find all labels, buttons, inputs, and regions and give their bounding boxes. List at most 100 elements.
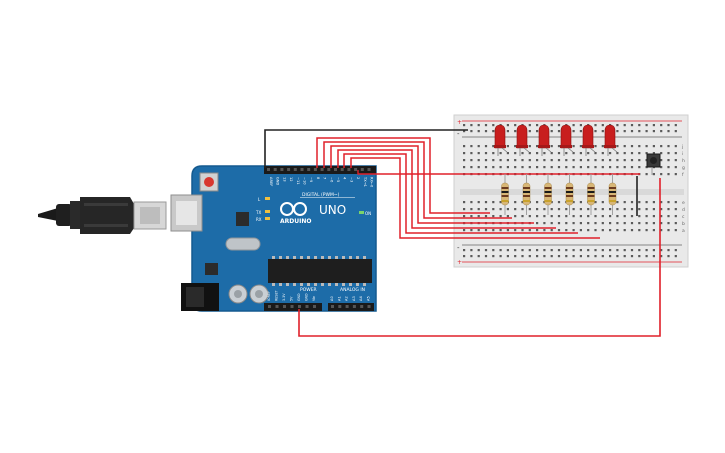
power-pin-label: 3.3V bbox=[282, 293, 286, 301]
analog-header-label: ANALOG IN bbox=[340, 287, 365, 293]
led-group bbox=[494, 124, 618, 156]
bb-row-letter: a bbox=[682, 229, 685, 234]
analog-pin-hole[interactable] bbox=[352, 305, 356, 308]
digital-pin-label: 2 bbox=[356, 177, 360, 179]
wire-button[interactable] bbox=[357, 170, 640, 175]
rail-minus-bottom: - bbox=[457, 244, 460, 252]
digital-pin-label: 4 bbox=[343, 177, 347, 180]
analog-pin-label: A0 bbox=[330, 296, 334, 301]
digital-pin-label: GND bbox=[276, 177, 280, 185]
led[interactable] bbox=[604, 124, 618, 156]
bb-row-letter: j bbox=[681, 144, 683, 150]
led-l-label: L bbox=[258, 197, 261, 202]
rail-plus-bottom: + bbox=[457, 259, 462, 266]
digital-pin-hole[interactable] bbox=[327, 168, 331, 171]
bb-row-letter: c bbox=[682, 215, 685, 220]
resistor[interactable] bbox=[501, 174, 509, 215]
led[interactable] bbox=[538, 124, 552, 156]
bb-row-letter: g bbox=[682, 166, 685, 171]
tx-label: TX bbox=[255, 210, 261, 215]
power-pin-hole[interactable] bbox=[298, 305, 301, 308]
power-pin-label: 5V bbox=[290, 296, 294, 301]
digital-pin-hole[interactable] bbox=[347, 168, 351, 171]
power-pin-label: RESET bbox=[275, 289, 279, 301]
bb-row-letter: b bbox=[682, 221, 685, 227]
power-pin-hole[interactable] bbox=[268, 305, 271, 308]
wire-led-signal[interactable] bbox=[337, 149, 556, 229]
digital-pin-hole[interactable] bbox=[293, 168, 297, 171]
digital-pin-hole[interactable] bbox=[313, 168, 317, 171]
digital-pin-hole[interactable] bbox=[300, 168, 304, 171]
led[interactable] bbox=[560, 124, 574, 156]
led[interactable] bbox=[494, 124, 508, 156]
power-header-label: POWER bbox=[300, 287, 317, 293]
digital-pin-hole[interactable] bbox=[367, 168, 371, 171]
arduino-board[interactable]: ARDUINO UNO L TX RX ON DIGITAL (PWM~) AR… bbox=[170, 165, 377, 312]
power-pin-hole[interactable] bbox=[275, 305, 279, 308]
bb-row-letter: h bbox=[682, 158, 685, 164]
push-button[interactable] bbox=[646, 153, 661, 175]
digital-pin-hole[interactable] bbox=[267, 168, 270, 171]
analog-pin-label: A3 bbox=[352, 296, 356, 301]
resistor-group bbox=[501, 174, 617, 215]
power-pin-hole[interactable] bbox=[313, 305, 316, 308]
analog-pin-label: A5 bbox=[367, 296, 371, 301]
wire-led-signal[interactable] bbox=[343, 153, 578, 234]
power-pin-label: IOREF bbox=[267, 291, 271, 301]
analog-pin-label: A4 bbox=[359, 296, 363, 301]
digital-pin-hole[interactable] bbox=[334, 168, 337, 171]
digital-pin-label: ~11 bbox=[296, 177, 300, 185]
resistor[interactable] bbox=[544, 174, 552, 215]
digital-pin-label: 7 bbox=[323, 177, 327, 179]
digital-pin-hole[interactable] bbox=[273, 168, 277, 171]
wire-led-signal[interactable] bbox=[323, 141, 512, 219]
analog-pin-hole[interactable] bbox=[338, 305, 342, 308]
digital-pin-label: AREF bbox=[269, 177, 273, 186]
digital-pin-label: ~5 bbox=[336, 177, 340, 182]
analog-pin-hole[interactable] bbox=[360, 305, 364, 308]
digital-pin-label: ~6 bbox=[329, 177, 333, 183]
digital-header-label: DIGITAL (PWM~) bbox=[302, 192, 340, 198]
usb-cable bbox=[38, 197, 167, 234]
led[interactable] bbox=[582, 124, 596, 156]
analog-pin-hole[interactable] bbox=[367, 305, 371, 308]
power-pin-hole[interactable] bbox=[283, 305, 286, 308]
digital-pin-hole[interactable] bbox=[320, 168, 324, 171]
power-pin-label: GND bbox=[297, 293, 301, 301]
wire-gnd[interactable] bbox=[264, 129, 468, 168]
rx-label: RX bbox=[256, 217, 262, 222]
resistor[interactable] bbox=[587, 174, 595, 215]
digital-pin-hole[interactable] bbox=[354, 168, 358, 171]
wire-led-signal[interactable] bbox=[350, 157, 600, 239]
digital-pin-label: 12 bbox=[289, 177, 293, 182]
digital-pin-hole[interactable] bbox=[280, 168, 284, 171]
wire-led-signal[interactable] bbox=[330, 145, 534, 224]
digital-pin-label: ~9 bbox=[309, 177, 313, 183]
resistor[interactable] bbox=[608, 174, 617, 215]
analog-pin-hole[interactable] bbox=[331, 305, 334, 308]
digital-pin-hole[interactable] bbox=[360, 168, 364, 171]
resistor[interactable] bbox=[522, 174, 531, 215]
digital-pin-hole[interactable] bbox=[340, 168, 344, 171]
power-pin-label: Vin bbox=[312, 296, 316, 301]
digital-pin-hole[interactable] bbox=[287, 168, 291, 171]
digital-pin-hole[interactable] bbox=[307, 168, 311, 171]
reset-button[interactable] bbox=[204, 177, 214, 187]
on-label: ON bbox=[365, 211, 371, 216]
analog-pin-hole[interactable] bbox=[345, 305, 349, 308]
board-model: UNO bbox=[319, 203, 346, 217]
power-pin-hole[interactable] bbox=[305, 305, 309, 308]
led[interactable] bbox=[516, 124, 530, 156]
power-pin-hole[interactable] bbox=[290, 305, 294, 308]
resistor[interactable] bbox=[565, 174, 574, 215]
wire-5v[interactable] bbox=[298, 178, 661, 337]
wires bbox=[264, 129, 661, 337]
rail-minus-top: - bbox=[457, 130, 460, 138]
digital-pin-label: RX←0 bbox=[370, 177, 374, 188]
wire-led-signal[interactable] bbox=[316, 137, 490, 214]
bb-row-letter: d bbox=[682, 207, 685, 213]
digital-pin-label: TX→1 bbox=[363, 176, 367, 187]
bb-row-letter: e bbox=[682, 201, 685, 206]
board-brand: ARDUINO bbox=[280, 218, 311, 225]
